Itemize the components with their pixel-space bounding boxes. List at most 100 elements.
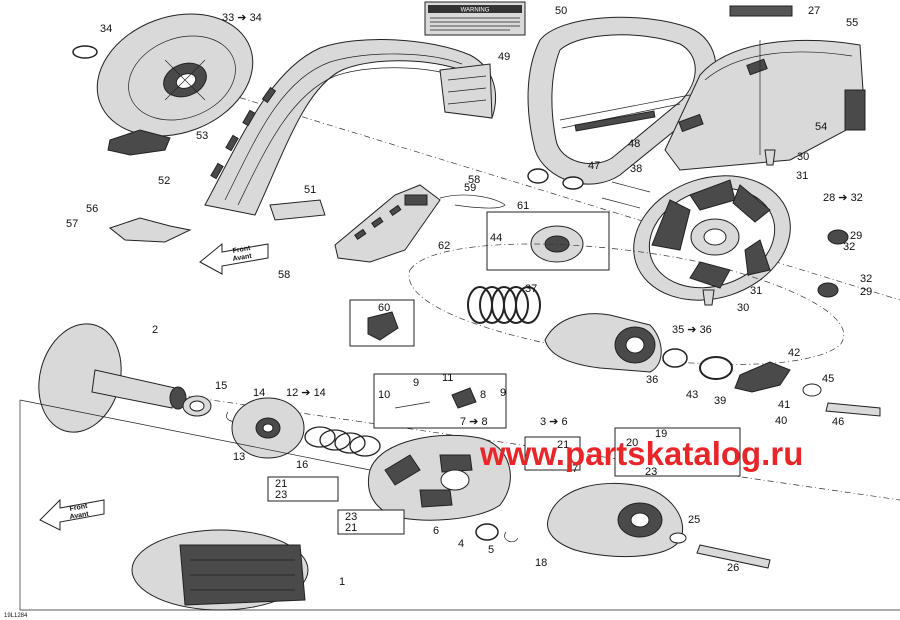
callout-label-c60: 60 — [378, 302, 390, 314]
callout-label-c23c: 23 — [345, 511, 357, 523]
callout-label-c23a: 23 — [645, 466, 657, 478]
callout-label-c36: 36 — [646, 374, 658, 386]
callout-label-c62: 62 — [438, 240, 450, 252]
driven-sheave-part — [633, 175, 791, 301]
callout-label-c3_6: 3 ➔ 6 — [540, 416, 568, 428]
washer-part-25 — [669, 532, 687, 544]
callout-label-c46: 46 — [832, 416, 844, 428]
callout-label-c38: 38 — [630, 163, 642, 175]
washer-part-61 — [527, 168, 549, 184]
callout-label-c4: 4 — [458, 538, 464, 550]
callout-label-c29b: 29 — [860, 286, 872, 298]
callout-label-c2: 2 — [152, 324, 158, 336]
washer-part-36 — [662, 348, 688, 368]
callout-label-c45: 45 — [822, 373, 834, 385]
bolt-part-46 — [825, 402, 881, 417]
callout-label-c7_8: 7 ➔ 8 — [460, 416, 488, 428]
governor-cup-part — [546, 482, 684, 557]
callout-label-c32a: 32 — [843, 241, 855, 253]
drive-belt-part — [527, 16, 717, 185]
assembly-frame-line-2 — [19, 399, 371, 471]
parts-box-21-23-a — [267, 476, 339, 502]
snap-ring-part-34 — [72, 45, 98, 59]
assembly-frame-line — [19, 400, 900, 611]
callout-label-c30a: 30 — [797, 151, 809, 163]
arm-part-39 — [734, 361, 791, 393]
callout-label-c55: 55 — [846, 17, 858, 29]
callout-label-c57: 57 — [66, 218, 78, 230]
callout-label-c39: 39 — [714, 395, 726, 407]
callout-label-c19: 19 — [655, 428, 667, 440]
callout-label-c43: 43 — [686, 389, 698, 401]
bolt-part-30b — [702, 289, 715, 306]
spacer-part-29b — [817, 282, 839, 298]
parts-box-21-23-b — [337, 509, 405, 535]
callout-label-c31b: 31 — [750, 285, 762, 297]
callout-label-c10: 10 — [378, 389, 390, 401]
callout-label-c35_36: 35 ➔ 36 — [672, 324, 712, 336]
callout-label-c59: 59 — [464, 182, 476, 194]
callout-label-c54: 54 — [815, 121, 827, 133]
callout-label-c34: 34 — [100, 23, 112, 35]
callout-label-c17: 17 — [566, 463, 578, 475]
callout-label-c23b: 23 — [275, 489, 287, 501]
callout-label-c37: 37 — [525, 283, 537, 295]
alignment-line — [214, 89, 900, 301]
callout-label-c53: 53 — [196, 130, 208, 142]
callout-label-c9b: 9 — [500, 387, 506, 399]
spacer-part-29a — [827, 229, 849, 245]
belt-path-outline — [408, 243, 845, 365]
latch-part-56 — [108, 217, 192, 243]
callout-label-c31a: 31 — [796, 170, 808, 182]
callout-label-c5: 5 — [488, 544, 494, 556]
cam-part — [544, 313, 662, 373]
bolt-part-38a — [611, 181, 651, 193]
callout-label-c51: 51 — [304, 184, 316, 196]
support-bracket-part — [334, 184, 441, 263]
guard-cover-part — [664, 39, 866, 171]
callout-label-c11: 11 — [442, 372, 453, 384]
avant-direction-label: Avant — [232, 253, 253, 263]
fixed-sheave-part — [38, 323, 187, 433]
clip-part-5 — [504, 531, 519, 543]
callout-label-c25: 25 — [688, 514, 700, 526]
front-direction-arrow-icon — [199, 242, 269, 275]
callout-label-c21b: 21 — [275, 478, 287, 490]
decal-part-27 — [729, 5, 793, 17]
callout-label-c56: 56 — [86, 203, 98, 215]
callout-label-c29a: 29 — [850, 230, 862, 242]
warning-label-part: WARNING — [424, 1, 526, 36]
pin-part-10 — [394, 401, 431, 409]
pulley-disc-part — [96, 13, 254, 137]
front-direction-arrow-icon-lower — [39, 498, 105, 531]
callout-label-c18: 18 — [535, 557, 547, 569]
alignment-line-lower — [59, 377, 900, 501]
parts-box-17 — [524, 436, 581, 471]
front-direction-label: Front — [232, 245, 251, 255]
callout-label-c12_14: 12 ➔ 14 — [286, 387, 326, 399]
callout-label-c21a: 21 — [557, 439, 569, 451]
ring-part-4 — [475, 523, 499, 541]
washer-part-47 — [562, 176, 584, 190]
reference-code: 19L1284 — [4, 613, 28, 619]
callout-label-c14: 14 — [253, 387, 265, 399]
watermark-text: www.partskatalog.ru — [479, 435, 803, 472]
drive-pulley-assembly-part — [131, 529, 309, 611]
callout-label-c32b: 32 — [860, 273, 872, 285]
spring-clip-part — [439, 194, 506, 209]
spring-part — [467, 286, 541, 324]
bolt-part-26 — [696, 544, 771, 569]
callout-label-c42: 42 — [788, 347, 800, 359]
callout-label-c16: 16 — [296, 459, 308, 471]
bearing-part-15-inner — [189, 400, 205, 412]
callout-label-c58b: 58 — [278, 269, 290, 281]
bracket-part-53 — [107, 129, 171, 156]
callout-label-c47: 47 — [588, 160, 600, 172]
front-direction-label-lower: Front — [69, 503, 88, 513]
warning-label-text: WARNING — [461, 8, 490, 14]
bolt-part-38b — [601, 197, 641, 209]
bolt-part-30a — [764, 149, 776, 166]
washer-part-43 — [699, 356, 733, 380]
callout-label-c41: 41 — [778, 399, 790, 411]
